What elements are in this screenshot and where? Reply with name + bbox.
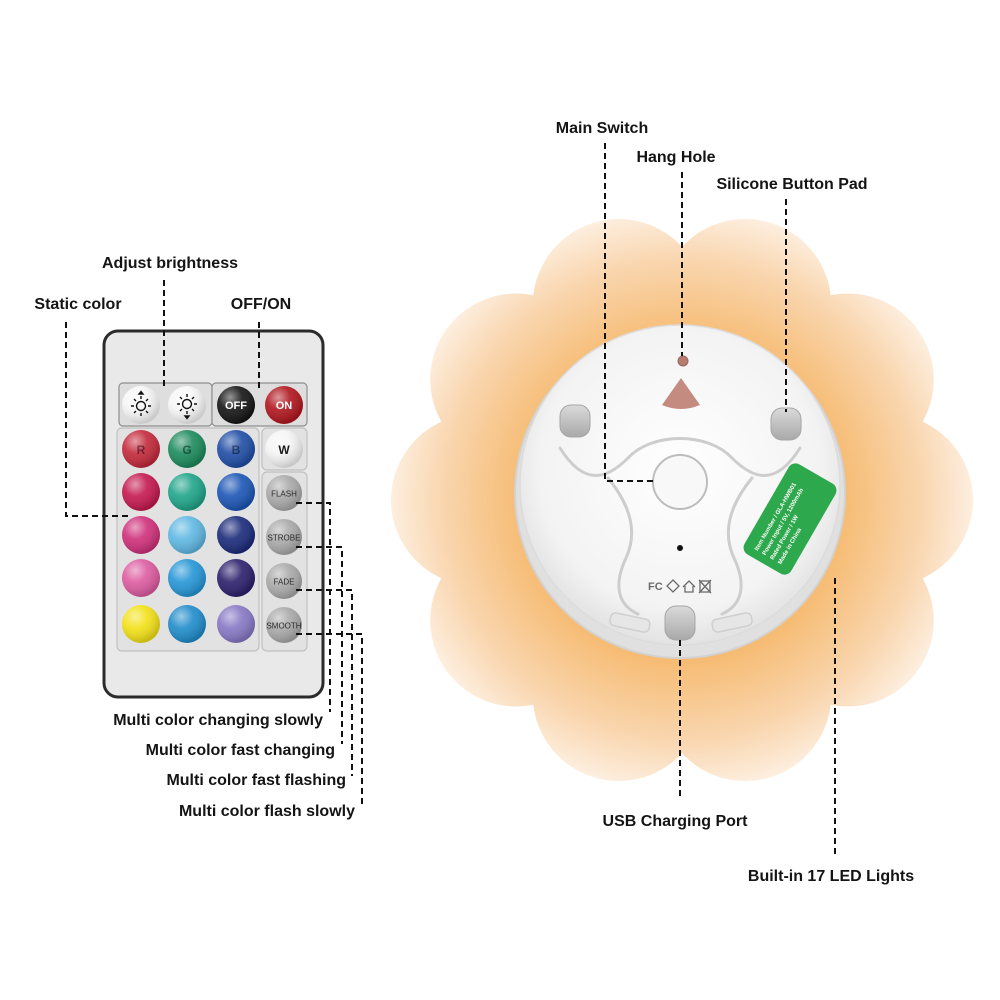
leader-mode-1: [296, 502, 331, 712]
base-slot-right: [711, 612, 753, 633]
hang-hole-tab: [662, 378, 700, 409]
brightness-down-icon: [177, 394, 197, 420]
callout-silicone-button-pad: Silicone Button Pad: [716, 176, 867, 193]
color-button-grid: [122, 473, 255, 643]
on-button: ON: [265, 386, 303, 424]
strobe-button: STROBE: [266, 519, 302, 555]
base-groove: [558, 437, 802, 616]
red-button: R: [122, 430, 160, 468]
callout-mode-4: Multi color flash slowly: [179, 803, 355, 820]
compliance-marks: FC: [648, 579, 712, 594]
leader-mode-4: [296, 633, 363, 808]
callout-hang-hole: Hang Hole: [636, 149, 715, 166]
leader-static-color: [65, 322, 128, 517]
silicone-pad-right: [770, 407, 802, 441]
brightness-up-icon: [131, 390, 151, 416]
green-button: G: [168, 430, 206, 468]
flower-lamp: FC Item Number / GLA-HWB01 Power Input /…: [391, 219, 973, 781]
green-button-label: G: [182, 443, 191, 457]
fade-button-label: FADE: [274, 578, 295, 587]
diamond-mark-icon: [666, 579, 680, 593]
callout-mode-3: Multi color fast flashing: [166, 772, 346, 789]
remote-control: OFF ON R G B W: [102, 329, 325, 699]
strobe-button-label: STROBE: [268, 534, 301, 543]
flash-button: FLASH: [266, 475, 302, 511]
blue-button-label: B: [232, 443, 241, 457]
indicator-dot: [677, 545, 683, 551]
smooth-button: SMOOTH: [266, 607, 302, 643]
rating-label: Item Number / GLA-HWB01 Power Input / 5V…: [743, 463, 837, 575]
weee-bin-icon: [698, 579, 712, 594]
callout-mode-1: Multi color changing slowly: [113, 712, 323, 729]
on-button-label: ON: [276, 400, 293, 412]
silicone-pad-left: [559, 404, 591, 438]
red-button-label: R: [137, 443, 146, 457]
leader-main-switch: [604, 143, 654, 482]
hang-hole: [677, 355, 689, 367]
smooth-button-label: SMOOTH: [266, 622, 301, 631]
mode-button-frame: [261, 471, 308, 652]
brightness-up-button: [122, 386, 160, 424]
main-switch: [652, 454, 708, 510]
white-button-label: W: [278, 443, 290, 457]
callout-usb-charging-port: USB Charging Port: [603, 813, 749, 830]
callout-off-on: OFF/ON: [231, 296, 291, 313]
callout-led-lights: Built-in 17 LED Lights: [748, 868, 914, 885]
off-button: OFF: [217, 386, 255, 424]
callout-adjust-brightness: Adjust brightness: [102, 255, 238, 272]
flash-button-label: FLASH: [271, 490, 297, 499]
leader-lines: [65, 143, 836, 855]
fc-mark: FC: [648, 581, 663, 593]
base-slot-left: [609, 612, 651, 633]
lamp-base: FC Item Number / GLA-HWB01 Power Input /…: [514, 324, 846, 659]
callout-main-switch: Main Switch: [556, 120, 648, 137]
leader-mode-2: [296, 546, 343, 744]
usb-port-pad: [664, 605, 696, 641]
brightness-down-button: [168, 386, 206, 424]
callout-mode-2: Multi color fast changing: [146, 742, 335, 759]
blue-button: B: [217, 430, 255, 468]
leader-mode-3: [296, 589, 353, 776]
callout-labels: Adjust brightness Static color OFF/ON Mu…: [34, 120, 914, 885]
callout-static-color: Static color: [34, 296, 121, 313]
fade-button: FADE: [266, 563, 302, 599]
house-mark-icon: [682, 580, 696, 593]
white-button: W: [265, 430, 303, 468]
off-button-label: OFF: [225, 400, 247, 412]
